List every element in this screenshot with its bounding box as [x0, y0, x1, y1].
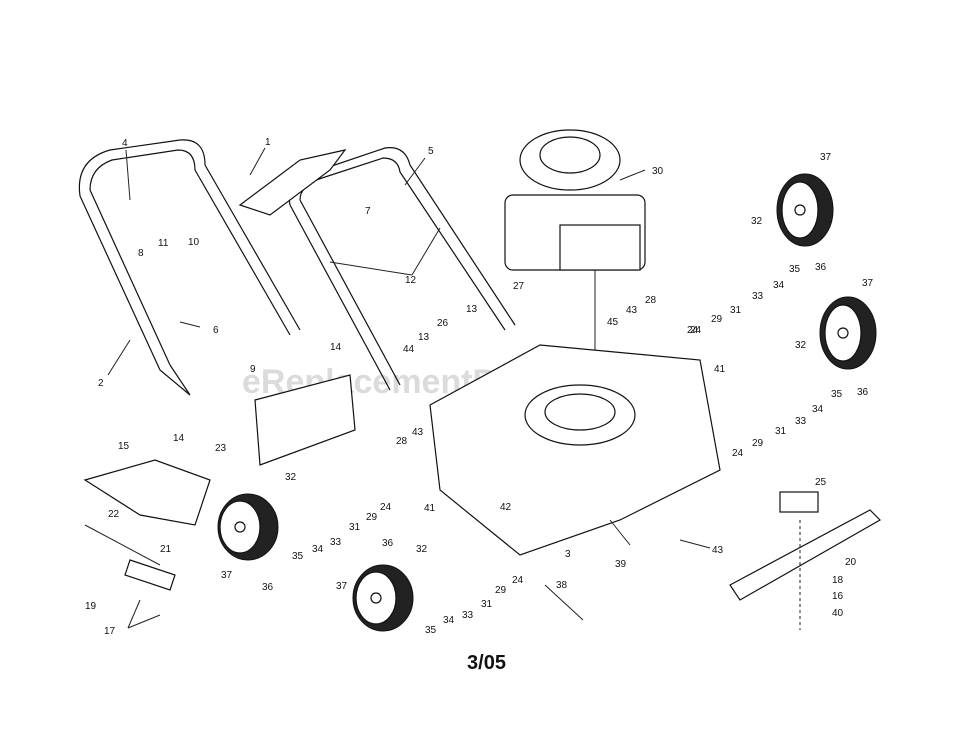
label-8: 8	[138, 248, 144, 259]
label-35d: 35	[425, 625, 437, 636]
label-24e: 24	[690, 325, 702, 336]
label-45: 45	[607, 317, 619, 328]
wheel-front-right	[819, 296, 877, 370]
rear-shield	[254, 374, 356, 466]
label-6: 6	[213, 325, 219, 336]
label-37c: 37	[221, 570, 233, 581]
label-14a: 14	[330, 342, 342, 353]
label-29d: 29	[495, 585, 507, 596]
label-15: 15	[118, 441, 130, 452]
label-16: 16	[832, 591, 844, 602]
label-32b: 32	[795, 340, 807, 351]
label-43a: 43	[626, 305, 638, 316]
label-5: 5	[428, 146, 434, 157]
label-33a: 33	[752, 291, 764, 302]
label-37a: 37	[820, 152, 832, 163]
label-24c: 24	[380, 502, 392, 513]
label-29a: 29	[711, 314, 723, 325]
label-36a: 36	[815, 262, 827, 273]
engine	[504, 129, 646, 520]
label-9: 9	[250, 364, 256, 375]
leader-lines	[107, 147, 711, 629]
label-34c: 34	[312, 544, 324, 555]
label-39: 39	[615, 559, 627, 570]
label-35a: 35	[789, 264, 801, 275]
label-21: 21	[160, 544, 172, 555]
label-7: 7	[365, 206, 371, 217]
blade-adapter	[779, 491, 819, 513]
label-41b: 41	[424, 503, 436, 514]
label-31b: 31	[775, 426, 787, 437]
label-24b: 24	[732, 448, 744, 459]
label-25: 25	[815, 477, 827, 488]
label-23: 23	[215, 443, 227, 454]
label-37d: 37	[336, 581, 348, 592]
height-bracket	[124, 559, 176, 591]
label-22: 22	[108, 509, 120, 520]
label-17: 17	[104, 626, 116, 637]
label-34d: 34	[443, 615, 455, 626]
label-42: 42	[500, 502, 512, 513]
label-19: 19	[85, 601, 97, 612]
label-36c: 36	[262, 582, 274, 593]
label-40: 40	[832, 608, 844, 619]
label-35c: 35	[292, 551, 304, 562]
left-handle	[78, 139, 301, 396]
label-33c: 33	[330, 537, 342, 548]
label-38: 38	[556, 580, 568, 591]
label-24a: 24	[687, 325, 699, 336]
label-1: 1	[265, 137, 271, 148]
label-32d: 32	[416, 544, 428, 555]
discharge-chute	[83, 459, 211, 526]
label-27: 27	[513, 281, 525, 292]
blade	[729, 509, 881, 601]
label-33d: 33	[462, 610, 474, 621]
label-43c: 43	[712, 545, 724, 556]
label-30: 30	[652, 166, 664, 177]
label-32a: 32	[751, 216, 763, 227]
label-44: 44	[403, 344, 415, 355]
label-28a: 28	[645, 295, 657, 306]
rear-axle	[84, 524, 161, 566]
label-43b: 43	[412, 427, 424, 438]
label-26: 26	[437, 318, 449, 329]
label-12: 12	[405, 275, 417, 286]
label-20: 20	[845, 557, 857, 568]
label-34b: 34	[812, 404, 824, 415]
label-29b: 29	[752, 438, 764, 449]
label-14b: 14	[173, 433, 185, 444]
label-3: 3	[565, 549, 571, 560]
label-36d: 36	[382, 538, 394, 549]
label-33b: 33	[795, 416, 807, 427]
label-32c: 32	[285, 472, 297, 483]
label-13a: 13	[466, 304, 478, 315]
control-bar	[238, 149, 347, 216]
label-29c: 29	[366, 512, 378, 523]
label-41a: 41	[714, 364, 726, 375]
wheel-rear-right	[776, 173, 834, 247]
label-18: 18	[832, 575, 844, 586]
label-2: 2	[98, 378, 104, 389]
part-labels: 1 2 3 4 5 6 7 8 9 10 11 12 13 13 14 14 1…	[85, 137, 874, 637]
label-36b: 36	[857, 387, 869, 398]
label-31a: 31	[730, 305, 742, 316]
label-37b: 37	[862, 278, 874, 289]
label-4: 4	[122, 138, 128, 149]
wheel-front-left	[352, 564, 414, 632]
label-13b: 13	[418, 332, 430, 343]
label-24d: 24	[512, 575, 524, 586]
label-31c: 31	[349, 522, 361, 533]
mower-deck	[429, 344, 721, 556]
wheel-rear-left	[217, 493, 279, 561]
label-10: 10	[188, 237, 200, 248]
label-11: 11	[158, 238, 169, 249]
label-28b: 28	[396, 436, 408, 447]
revision-date: 3/05	[467, 652, 506, 674]
label-35b: 35	[831, 389, 843, 400]
label-34a: 34	[773, 280, 785, 291]
label-31d: 31	[481, 599, 493, 610]
